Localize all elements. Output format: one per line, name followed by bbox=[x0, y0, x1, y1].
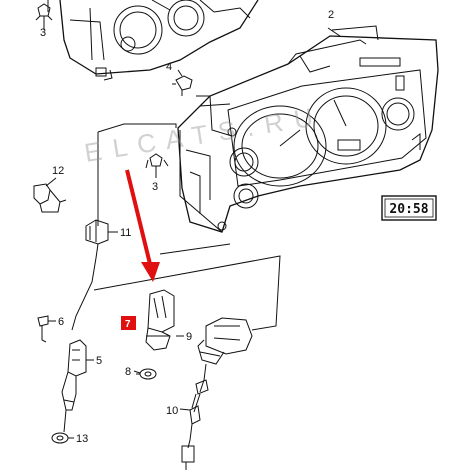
part-label: 8 bbox=[125, 366, 131, 378]
part-label: 13 bbox=[76, 433, 88, 445]
part-label: 11 bbox=[120, 227, 131, 239]
part-label: 2 bbox=[328, 9, 334, 21]
clip-part-top bbox=[35, 3, 53, 26]
connector-plug-part bbox=[33, 183, 67, 213]
leader-lines bbox=[43, 26, 341, 439]
part-label: 5 bbox=[96, 355, 102, 367]
bulb-holder-part bbox=[172, 75, 193, 96]
red-pointer-arrow bbox=[125, 169, 160, 282]
part-label: 3 bbox=[40, 27, 46, 39]
speedo-sender-assembly bbox=[37, 315, 87, 444]
instrument-cluster-main bbox=[177, 25, 439, 233]
clip-part-middle bbox=[145, 153, 169, 169]
highlight-tag bbox=[121, 316, 136, 330]
part-number-labels: 3 2 4 3 12 11 6 5 7 8 9 10 13 bbox=[40, 9, 334, 445]
cable-sensor-part-10 bbox=[181, 363, 209, 470]
instrument-cluster-partial bbox=[47, 0, 259, 81]
part-label: 3 bbox=[152, 181, 158, 193]
part-label: 10 bbox=[166, 405, 178, 417]
part-label: 4 bbox=[166, 61, 172, 73]
wiring-harness-lines bbox=[71, 123, 281, 331]
clock-readout: 20:58 bbox=[389, 202, 428, 217]
part-label: 12 bbox=[52, 165, 64, 177]
washer-part-8 bbox=[136, 368, 157, 380]
watermark-text: E L C A T S . R U bbox=[82, 102, 317, 168]
wiring-connector-part bbox=[85, 219, 109, 245]
part-label: 9 bbox=[186, 331, 192, 343]
highlighted-part-label: 7 bbox=[125, 319, 131, 330]
digital-clock-display: 20:58 bbox=[381, 195, 437, 221]
sender-unit-part bbox=[145, 289, 175, 351]
part-label: 6 bbox=[58, 316, 64, 328]
sensor-part-9 bbox=[197, 317, 253, 365]
